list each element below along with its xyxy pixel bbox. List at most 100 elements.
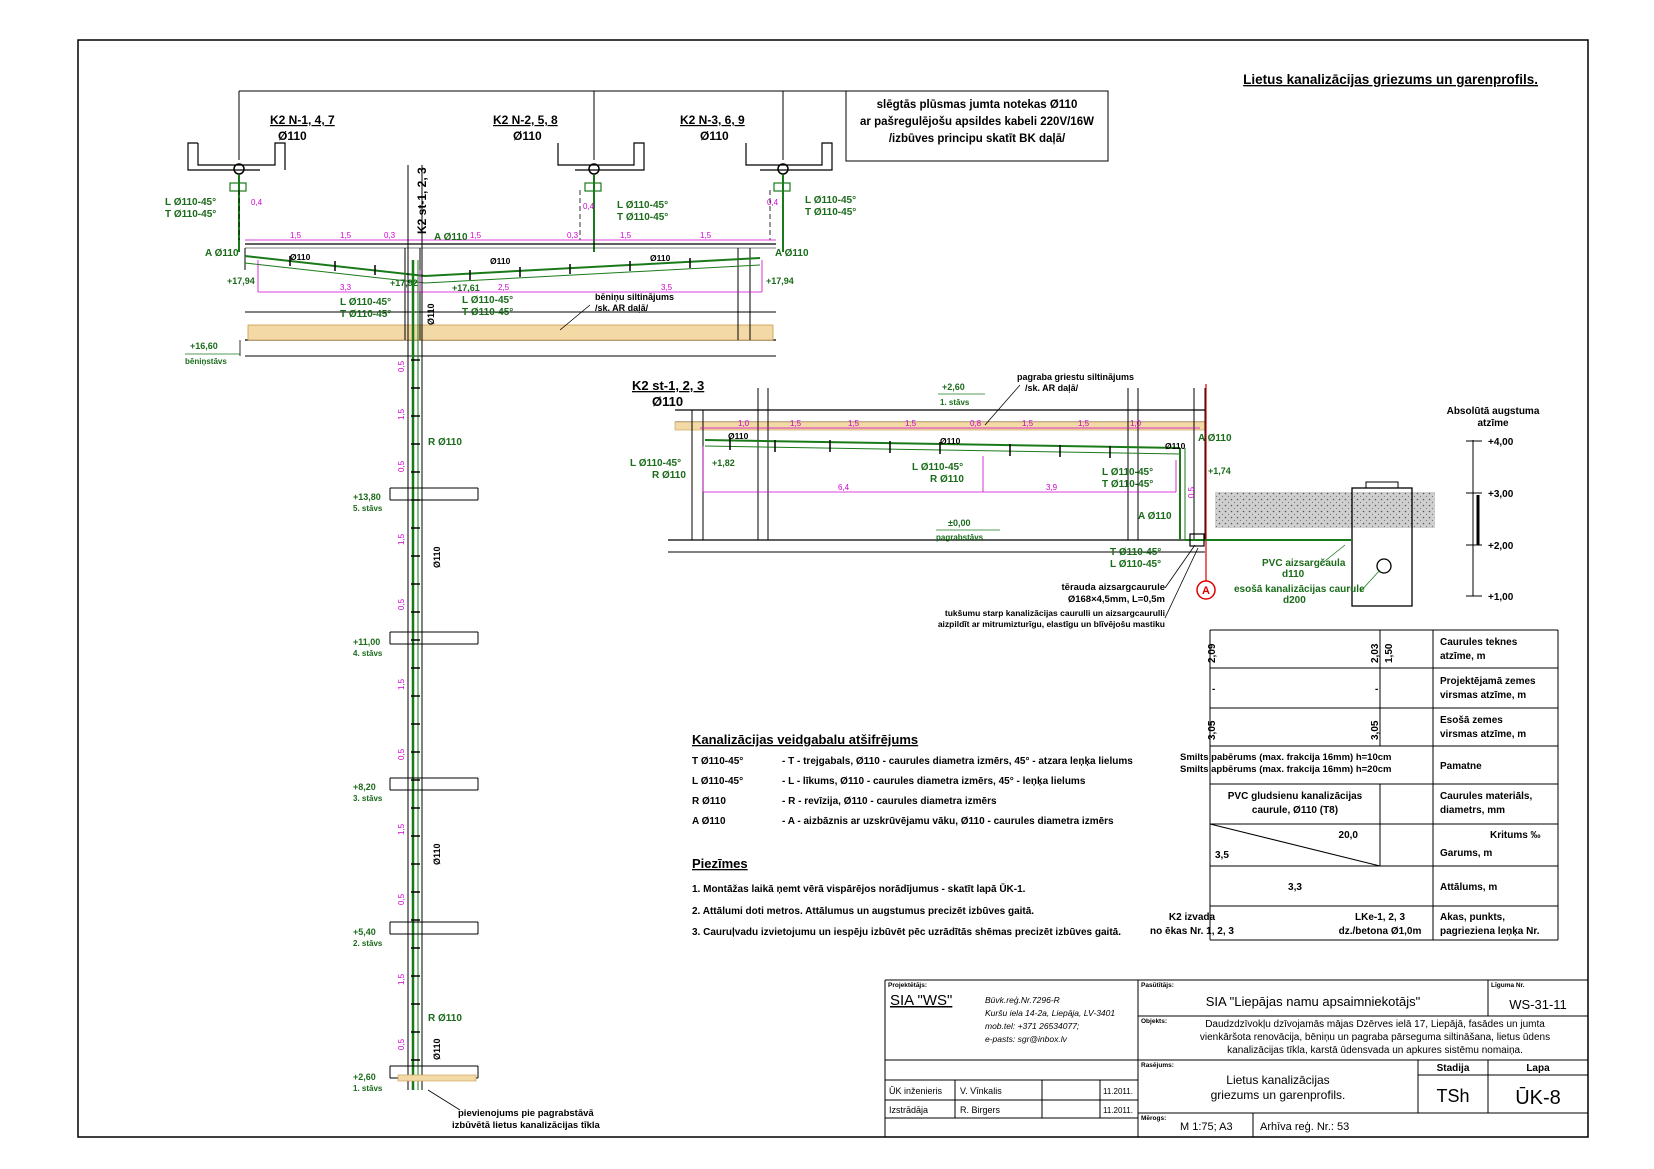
axis-marker-a [1196, 580, 1216, 600]
row-label-3a: Esošā zemes [1440, 715, 1503, 726]
riser-segment-dim: 0,5 [397, 360, 406, 372]
material-1: PVC gludsienu kanalizācijas [1228, 791, 1363, 802]
label-l45-riser-right: L Ø110-45° [462, 295, 513, 306]
dim-04-2: 0,4 [583, 202, 595, 211]
riser-r110-bottom: R Ø110 [428, 1013, 462, 1024]
object-label: Objekts: [1141, 1018, 1167, 1025]
floor-label-5: 5. stāvs [353, 504, 383, 513]
scale-label: Mērogs: [1141, 1115, 1166, 1122]
gutter-note-line-1: slēgtās plūsmas jumta notekas Ø110 [877, 99, 1078, 111]
slope-value: 20,0 [1339, 830, 1359, 841]
floor-label-2: 2. stāvs [353, 939, 383, 948]
floor-elev-3: +8,20 [353, 782, 376, 792]
proj-2: - [1375, 684, 1378, 695]
node1-1: K2 izvada [1169, 912, 1216, 923]
gutter-tag-1: K2 N-1, 4, 7 [270, 113, 335, 127]
legend-code-2: L Ø110-45° [692, 776, 743, 787]
basement-dim-top-7: 1,5 [1078, 419, 1090, 428]
upper-dim-bot-1: 3,3 [340, 283, 352, 292]
sheet-name-label: Rasējums: [1141, 1062, 1174, 1069]
contract-number: WS-31-11 [1509, 997, 1567, 1012]
base-1: Smilts pabērums (max. frakcija 16mm) h=1… [1180, 752, 1391, 763]
note-1: 1. Montāžas laikā ņemt vērā vispārējos n… [692, 883, 1026, 895]
date-1: 11.2011. [1103, 1087, 1133, 1096]
basement-elev-right: +1,74 [1208, 466, 1231, 476]
row-label-3b: virsmas atzīme, m [1440, 729, 1526, 740]
title-block: Projektētājs: SIA "WS" Būvk.reģ.Nr.7296-… [884, 979, 1588, 1137]
archive-value: Arhīva reģ. Nr.: 53 [1260, 1120, 1349, 1133]
page-label: Lapa [1526, 1063, 1550, 1074]
stage-label: Stadija [1437, 1063, 1470, 1074]
basement-vert-dim: 0,5 [1187, 486, 1196, 498]
floor-elev-5: +13,80 [353, 492, 381, 502]
node2-2: dz./betona Ø1,0m [1339, 926, 1422, 937]
row-label-2a: Projektējamā zemes [1440, 676, 1536, 687]
material-2: caurule, Ø110 (T8) [1252, 805, 1338, 816]
node1-2: no ēkas Nr. 1, 2, 3 [1150, 926, 1234, 937]
elev-upper-4: +17,94 [766, 276, 794, 286]
floor-slab [389, 921, 479, 935]
legend-desc-4: - A - aizbāznis ar uzskrūvējamu vāku, Ø1… [782, 816, 1114, 827]
proj-1: - [1212, 684, 1215, 695]
company-info-1: Būvk.reģ.Nr.7296-R [985, 995, 1060, 1005]
scale-title-2: atzīme [1477, 418, 1509, 429]
ceiling-note-2: /sk. AR daļā/ [1025, 383, 1079, 393]
sheet-border [77, 39, 1589, 1138]
pvc-sleeve-label: PVC aizsargčaula [1262, 558, 1346, 569]
row-label-4: Pamatne [1440, 761, 1482, 772]
page-value: ŪK-8 [1515, 1086, 1561, 1109]
upper-pipe-dia-3: Ø110 [650, 253, 671, 263]
upper-dim-top-5: 0,3 [567, 231, 579, 240]
sheet-name-2: griezums un garenprofils. [1211, 1088, 1346, 1102]
invert-1: 2,09 [1207, 643, 1218, 663]
floor-label-4: 4. stāvs [353, 649, 383, 658]
floor-slab [389, 487, 479, 501]
riser-segment-dim: 0,5 [397, 748, 406, 760]
stage-value: TSh [1436, 1086, 1469, 1106]
label-a110-left: A Ø110 [205, 248, 239, 259]
basement-label-3: L Ø110-45° [912, 462, 963, 473]
node2-1: LKe-1, 2, 3 [1355, 912, 1405, 923]
row-label-5b: diametrs, mm [1440, 805, 1505, 816]
floor-slab [389, 777, 479, 791]
elev-upper-1: +17,94 [227, 276, 255, 286]
riser-segment-dim: 0,5 [397, 460, 406, 472]
label-l45-riser-left: L Ø110-45° [340, 297, 391, 308]
gutter-note-line-3: /izbūves principu skatīt BK daļā/ [889, 133, 1066, 145]
scale-tick-4: +1,00 [1488, 592, 1514, 603]
upper-pipe-dia-2: Ø110 [490, 256, 511, 266]
row-label-8b: pagrieziena leņķa Nr. [1440, 926, 1540, 937]
upper-dim-top-7: 1,5 [700, 231, 712, 240]
gutter-note-line-2: ar pašregulējošu apsildes kabeli 220V/16… [860, 116, 1094, 128]
steel-note-2: Ø168×4,5mm, L=0,5m [1068, 594, 1165, 605]
basement-dim-top-4: 1,5 [905, 419, 917, 428]
axis-marker-a-label: A [1202, 585, 1210, 597]
riser-foot-note-2: izbūvētā lietus kanalizācijas tīkla [452, 1120, 601, 1131]
upper-dim-bot-2: 2,5 [498, 283, 510, 292]
basement-base-label: pagrabstāvs [936, 533, 984, 542]
basement-label-2: R Ø110 [652, 470, 686, 481]
attic-note-2: /sk. AR daļā/ [595, 303, 649, 313]
basement-section: K2 st-1, 2, 3 Ø110 A [630, 372, 1435, 629]
dim-04-1: 0,4 [251, 198, 263, 207]
floor-elev-2: +5,40 [353, 927, 376, 937]
gutter-tag-2: K2 N-2, 5, 8 [493, 113, 558, 127]
basement-label-10: L Ø110-45° [1110, 559, 1161, 570]
scale-tick-3: +2,00 [1488, 541, 1514, 552]
gutter-note-box [845, 90, 1109, 162]
exist-1: 3,05 [1207, 720, 1218, 740]
legend-desc-1: - T - trejgabals, Ø110 - caurules diamet… [782, 756, 1133, 767]
row-label-1b: atzīme, m [1440, 651, 1486, 662]
scale-tick-2: +3,00 [1488, 489, 1514, 500]
note-3: 3. Cauruļvadu izvietojumu un iespēju izb… [692, 927, 1121, 938]
floor-label-3: 3. stāvs [353, 794, 383, 803]
row-label-1a: Caurules teknes [1440, 637, 1518, 648]
basement-dim-bot-2: 3,9 [1046, 483, 1058, 492]
upper-dim-top-6: 1,5 [620, 231, 632, 240]
dim-04-3: 0,4 [767, 198, 779, 207]
invert-2: 2,03 [1370, 643, 1381, 663]
basement-elev-base: ±0,00 [948, 518, 970, 528]
basement-dim-top-6: 1,5 [1022, 419, 1034, 428]
row-label-5a: Caurules materiāls, [1440, 791, 1532, 802]
